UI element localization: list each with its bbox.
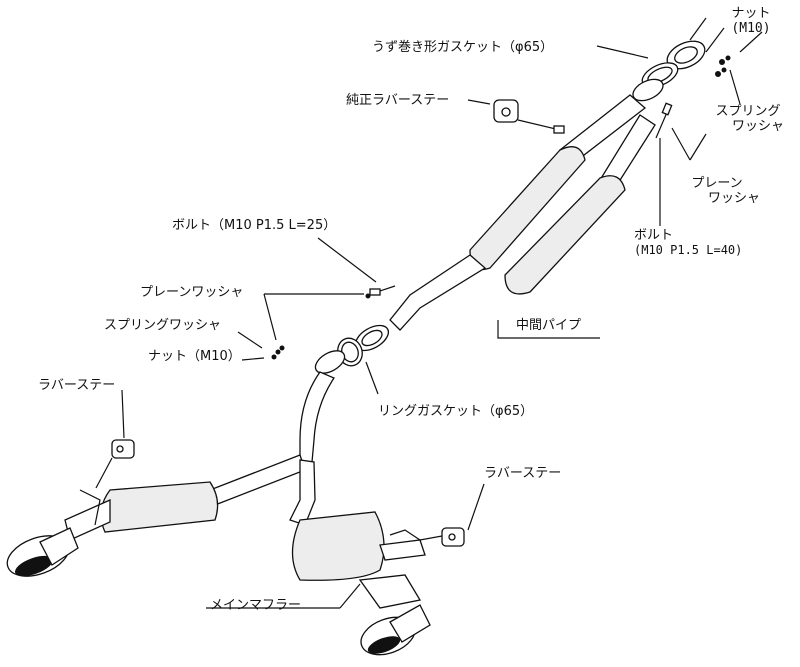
label-plain-washer-top-1: プレーン [691, 176, 743, 191]
label-plain-washer-mid: プレーンワッシャ [140, 285, 244, 300]
label-bolt-top: ボルト (M10 P1.5 L=40) [634, 228, 742, 258]
label-center-pipe: 中間パイプ [516, 318, 582, 333]
top-fasteners [655, 55, 731, 139]
label-bolt-top-spec: (M10 P1.5 L=40) [634, 243, 743, 257]
mid-fasteners [271, 285, 396, 360]
label-oem-rubber-stay: 純正ラバーステー [346, 93, 450, 108]
label-bolt-mid: ボルト（M10 P1.5 L=25） [172, 218, 337, 233]
label-nut-top-size: (M10) [731, 21, 771, 36]
label-nut-top: ナット (M10) [708, 6, 794, 36]
label-ring-gasket: リングガスケット（φ65） [378, 404, 534, 419]
label-spring-washer-top-2: ワッシャ [731, 119, 784, 134]
leader-lines [121, 31, 763, 609]
label-plain-washer-top-2: ワッシャ [707, 191, 760, 206]
label-nut-mid: ナット（M10） [148, 349, 241, 364]
rear-pipe [209, 371, 335, 526]
right-muffler [291, 511, 465, 656]
oem-rubber-stay-part [493, 99, 565, 134]
label-rubber-stay-right: ラバーステー [484, 466, 562, 481]
top-flange [632, 17, 725, 102]
label-main-muffler: メインマフラー [210, 598, 302, 613]
label-plain-washer-top: プレーン ワッシャ [662, 176, 772, 206]
label-spring-washer-top: スプリング ワッシャ [700, 104, 796, 134]
center-pipe-assembly [314, 94, 656, 374]
label-spring-washer-top-1: スプリング [715, 104, 781, 119]
label-rubber-stay-left: ラバーステー [38, 378, 116, 393]
label-bolt-top-text: ボルト [634, 228, 674, 243]
left-muffler [6, 439, 219, 577]
label-spring-washer-mid: スプリングワッシャ [104, 318, 222, 333]
label-spiral-gasket: うず巻き形ガスケット（φ65） [372, 40, 554, 55]
label-nut-top-text: ナット [731, 6, 771, 21]
